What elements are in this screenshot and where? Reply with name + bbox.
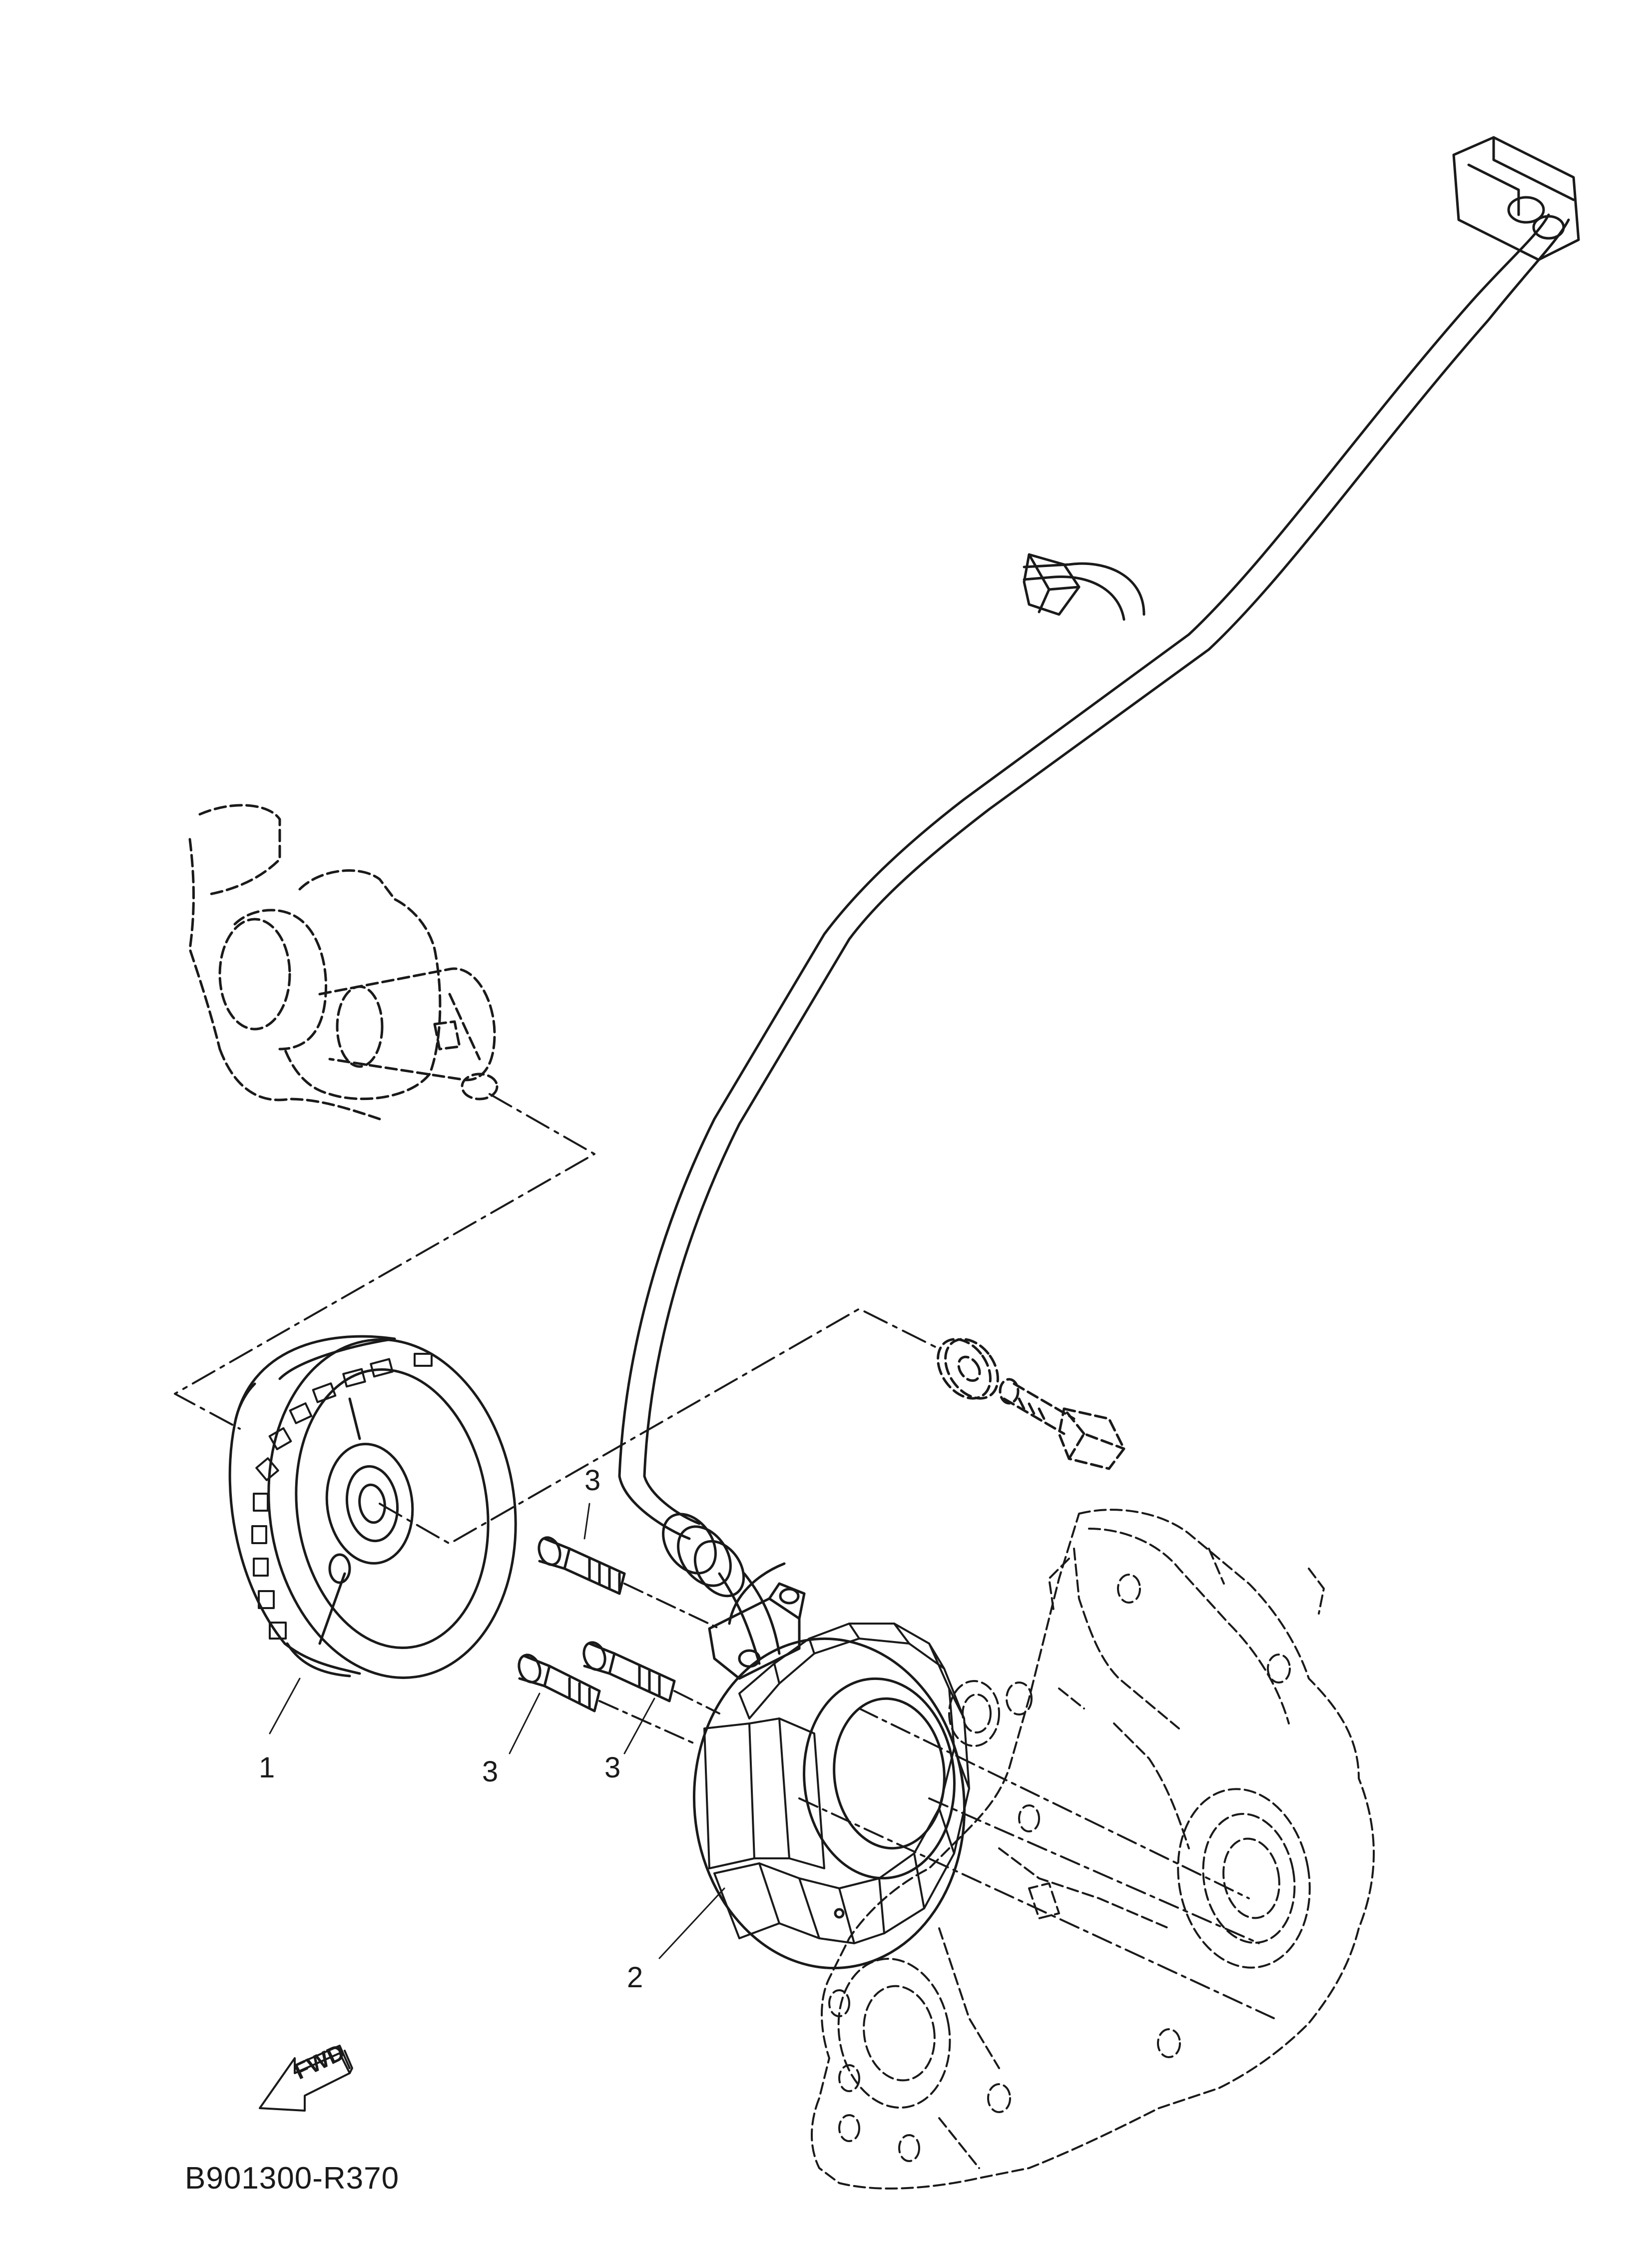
flywheel-bolt-axis: [379, 1308, 940, 1545]
callout-3-bolt-right: 3: [604, 1751, 621, 1784]
stator-bolt-left: [518, 1654, 601, 1712]
callout-3-bolt-left: 3: [482, 1755, 499, 1788]
wire-grommet: [662, 1513, 781, 1665]
bolt-leader-lines: [509, 1503, 655, 1754]
leader-line-1: [269, 1678, 301, 1734]
stator-coil: [692, 1562, 970, 1970]
flywheel-washer: [937, 1338, 999, 1400]
crank-axis-line: [174, 1093, 595, 1430]
wire-harness: [618, 213, 1570, 1540]
crankshaft-phantom: [188, 804, 499, 1121]
harness-small-coupler: [1023, 553, 1081, 616]
callout-3-bolt-top: 3: [584, 1464, 601, 1497]
stator-bolt-right: [582, 1641, 676, 1702]
harness-main-connector: [1452, 136, 1580, 261]
fwd-arrow-icon: [259, 2045, 353, 2112]
crankcase-phantom: [811, 1509, 1375, 2190]
flywheel-bolt: [999, 1378, 1125, 1470]
leader-line-2: [658, 1887, 725, 1959]
stator-bolt-top: [538, 1536, 626, 1595]
callout-2-stator: 2: [627, 1961, 643, 1994]
drawing-code: B901300-R370: [185, 2161, 400, 2196]
flywheel-rotor: [228, 1335, 517, 1679]
callout-1-flywheel: 1: [259, 1751, 275, 1784]
